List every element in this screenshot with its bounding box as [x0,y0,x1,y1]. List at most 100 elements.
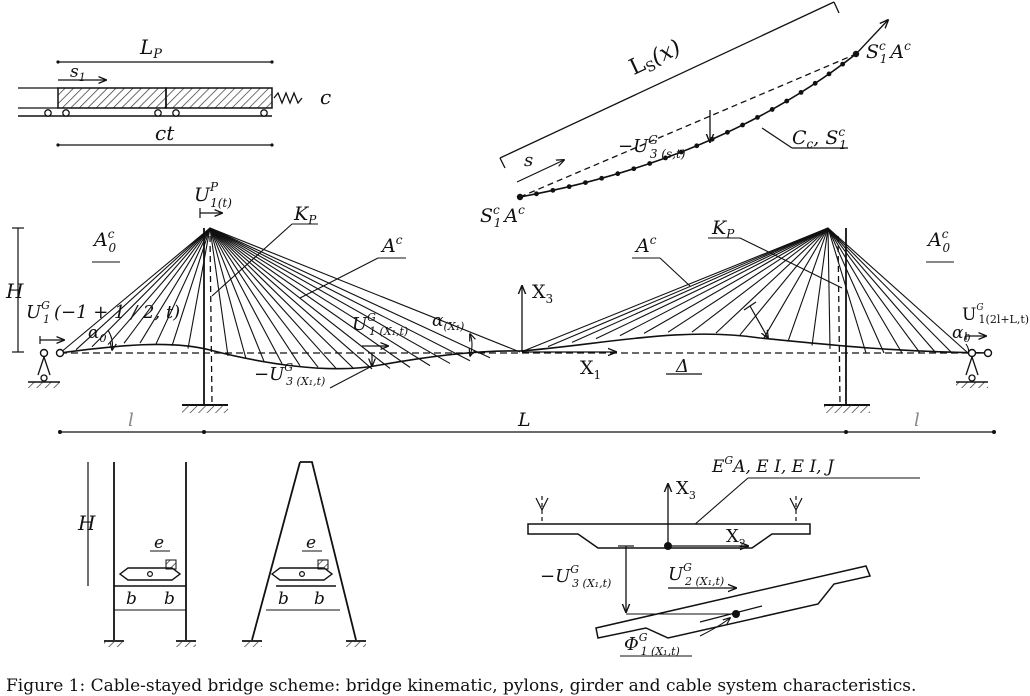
delta-label: Δ [675,356,689,377]
stay-cable [667,227,829,333]
left-cable-fan [59,227,521,370]
cable-node [663,155,668,161]
spring-icon [273,91,303,105]
c-label: c [320,85,331,109]
cable-node [631,166,637,172]
section-properties-label: EGA, E I, E I, J [711,454,835,477]
cable-node [516,193,524,201]
x3-deck-label: X3 [676,478,696,502]
alpha0-left-label: α0 [88,323,106,345]
stay-cable [739,227,829,336]
stay-cable [209,227,411,368]
l-right-label: l [914,410,920,431]
stay-cable [827,227,831,349]
cable-node [725,129,730,135]
cable-node [534,191,539,197]
h-main-label: H [5,279,24,303]
stay-cable [209,227,265,362]
stay-cable [209,227,247,359]
cable-node [826,71,832,77]
right-cable-arrow [749,305,768,338]
stay-cable [209,227,451,364]
h-pylon-section: H e b b [77,462,196,647]
x3-main-label: X3 [532,281,553,306]
right-pylon-deformed [837,235,841,405]
stay-cable [571,227,829,343]
left-end-support [28,348,65,388]
moving-load-panel: LP s1 c ct [18,35,331,147]
e-right-label: e [306,533,316,553]
stay-cable [827,227,903,354]
stay-cable [827,227,921,354]
cable-node [755,114,760,120]
stay-cable [763,227,829,339]
cable-node [812,80,818,86]
e-left-label: e [154,533,164,553]
left-pylon-base [182,405,228,413]
b2-label: b [164,589,175,609]
cable-node [550,187,556,193]
stay-cable [827,227,867,354]
kp-left-label: KP [293,203,317,227]
ac-mid-right-label: Ac [634,233,657,257]
stay-cable [827,227,953,354]
s-label: s [524,150,533,171]
stay-cable [619,227,829,337]
stay-cable [91,227,211,348]
b4-label: b [314,589,325,609]
alpha0-right-label: α0 [952,323,970,345]
stay-cable [595,227,829,340]
stay-cable [171,227,211,347]
cable-node [615,171,621,177]
stay-cable [209,227,319,368]
main-bridge: H [5,180,1029,434]
stay-cable [827,227,885,354]
stay-cable [521,227,829,353]
stay-cable [209,227,491,359]
ac-mid-left-label: Ac [380,233,403,257]
stay-cable [209,227,355,370]
l-left-label: l [128,410,134,431]
ct-label: ct [155,121,175,145]
cable-curve [519,53,857,198]
stay-cable [209,227,521,353]
stay-cable [827,227,969,354]
stay-cable [643,227,829,334]
stay-cable [107,227,211,345]
alpha-x1-label: α(X₁) [432,311,464,333]
cable-node [769,107,775,112]
cable-node [599,175,605,181]
stay-cable [209,227,283,364]
girder-section-deformed [595,565,872,639]
stay-cable [209,227,471,362]
cable-node [840,61,846,67]
cable-node [566,184,572,190]
stay-cable [787,227,829,342]
s-arrow [516,160,564,183]
cable-node [798,89,804,95]
stay-cable [209,227,229,356]
left-pylon-deformed [209,235,213,405]
cable-node [647,161,653,166]
s1-label: s1 [70,62,86,84]
stay-cable [209,227,373,370]
stay-cable [75,227,211,351]
stay-cable [155,227,211,345]
b3-label: b [278,589,289,609]
kp-right-label: KP [711,217,735,241]
cable-node [583,180,588,186]
